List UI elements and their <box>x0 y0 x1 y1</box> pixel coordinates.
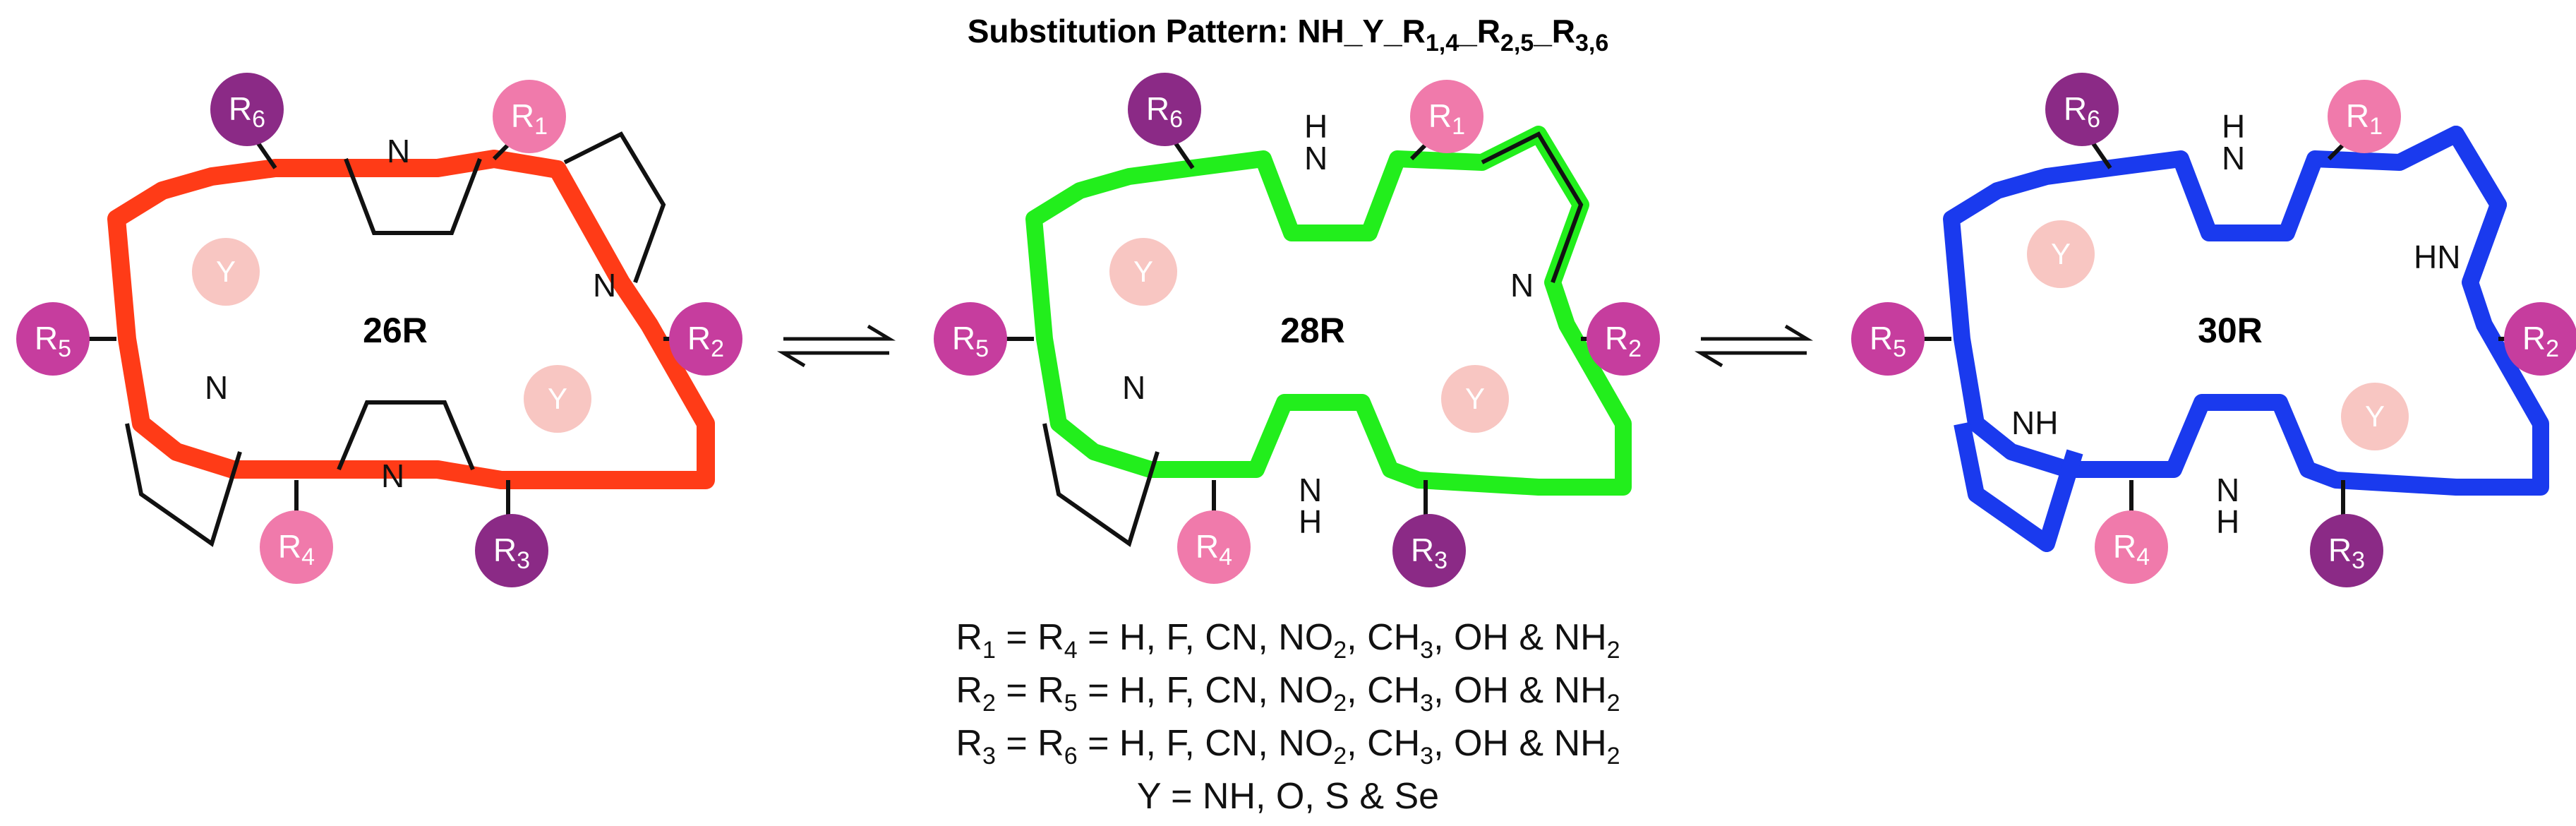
svg-text:R1: R1 <box>1428 97 1465 140</box>
svg-text:Y: Y <box>2365 400 2385 433</box>
pyrrole-n-left: N <box>205 369 228 406</box>
r3-substituent <box>1392 514 1466 587</box>
conjugation-path-30R <box>1943 126 2549 496</box>
legend-line-1: R1 = R4 = H, F, CN, NO2, CH3, OH & NH2 <box>956 617 1620 664</box>
pyrrole-nh-left: NH <box>2011 405 2058 441</box>
svg-text:N: N <box>2222 140 2245 176</box>
svg-text:R1: R1 <box>511 97 548 140</box>
r3-substituent <box>2310 514 2383 587</box>
molecule-label-26R: 26R <box>363 311 428 350</box>
legend-line-3: R3 = R6 = H, F, CN, NO2, CH3, OH & NH2 <box>956 723 1620 770</box>
svg-text:R4: R4 <box>1196 528 1232 570</box>
pyrrole-nh-bottom-n: N <box>1299 472 1322 508</box>
molecule-label-28R: 28R <box>1280 311 1345 350</box>
y-site-upper <box>2027 220 2095 288</box>
legend-line-2: R2 = R5 = H, F, CN, NO2, CH3, OH & NH2 <box>956 670 1620 717</box>
pyrrole-n-right: N <box>593 267 616 304</box>
svg-text:R2: R2 <box>1605 320 1642 362</box>
svg-text:Y: Y <box>2051 237 2071 270</box>
r2-substituent <box>2504 302 2576 376</box>
svg-text:R2: R2 <box>2522 320 2559 362</box>
r3-substituent <box>475 514 548 587</box>
svg-text:R3: R3 <box>1411 532 1448 574</box>
svg-text:R1: R1 <box>2346 97 2383 140</box>
y-site-upper <box>192 238 260 306</box>
y-site-lower <box>2341 383 2409 450</box>
svg-text:R5: R5 <box>1870 320 1906 362</box>
r6-substituent <box>210 73 284 146</box>
molecule-label-30R: 30R <box>2198 311 2263 350</box>
molecule-26R: N N N N Y Y R6 R1 R5 R2 R4 R3 26R <box>16 73 742 587</box>
r2-substituent <box>1587 302 1660 376</box>
pyrrole-nh-bottom-h: H <box>1299 503 1322 540</box>
svg-text:R4: R4 <box>2113 528 2150 570</box>
svg-text:R5: R5 <box>952 320 989 362</box>
pyrrole-n-bottom: N <box>381 457 404 494</box>
svg-text:R3: R3 <box>493 532 530 574</box>
r2-substituent <box>669 302 742 376</box>
svg-text:R3: R3 <box>2328 532 2365 574</box>
y-site-upper <box>1109 238 1177 306</box>
y-site-lower <box>1441 365 1509 433</box>
svg-text:R2: R2 <box>687 320 724 362</box>
y-label-upper: Y <box>216 255 236 288</box>
r1-substituent <box>493 80 566 153</box>
pyrrole-hn-right: HN <box>2414 239 2460 275</box>
conjugation-path-26R <box>107 150 715 489</box>
pyrrole-nh-top-n: N <box>1304 140 1328 176</box>
y-site-lower <box>524 365 591 433</box>
equilibrium-arrow-1 <box>776 324 896 368</box>
r4-substituent <box>260 510 333 584</box>
r5-substituent <box>16 302 90 376</box>
svg-text:R6: R6 <box>2064 90 2100 133</box>
svg-text:R6: R6 <box>1146 90 1183 133</box>
svg-text:Y: Y <box>1133 255 1153 288</box>
molecule-30R: H N HN NH N H Y Y R6 R1 R5 R2 R4 R3 30R <box>1851 73 2576 587</box>
svg-text:R4: R4 <box>278 528 315 570</box>
conjugation-path-28R <box>1025 126 1632 496</box>
substituent-legend: R1 = R4 = H, F, CN, NO2, CH3, OH & NH2 R… <box>956 617 1620 817</box>
r1-substituent <box>1410 80 1483 153</box>
svg-text:H: H <box>2216 503 2239 540</box>
r4-substituent <box>1177 510 1251 584</box>
svg-text:R5: R5 <box>35 320 71 362</box>
svg-text:N: N <box>2216 472 2239 508</box>
pyrrole-nh-top-h: H <box>1304 108 1328 145</box>
r5-substituent <box>1851 302 1925 376</box>
equilibrium-arrow-2 <box>1694 324 1814 368</box>
figure-title: Substitution Pattern: NH_Y_R1,4_R2,5_R3,… <box>968 13 1609 56</box>
pyrrole-n-top: N <box>387 133 410 169</box>
pyrrole-n-left: N <box>1122 369 1145 406</box>
r4-substituent <box>2095 510 2168 584</box>
r6-substituent <box>2045 73 2119 146</box>
svg-text:R6: R6 <box>229 90 265 133</box>
pyrrole-n-right: N <box>1510 267 1534 304</box>
r1-substituent <box>2328 80 2401 153</box>
r6-substituent <box>1128 73 1201 146</box>
svg-text:Y: Y <box>1465 382 1485 415</box>
legend-line-4: Y = NH, O, S & Se <box>1137 776 1439 817</box>
svg-text:H: H <box>2222 108 2245 145</box>
y-label-lower: Y <box>548 382 567 415</box>
r5-substituent <box>934 302 1007 376</box>
molecule-28R: H N N N N H Y Y R6 R1 R5 R2 R4 R3 28R <box>934 73 1660 587</box>
